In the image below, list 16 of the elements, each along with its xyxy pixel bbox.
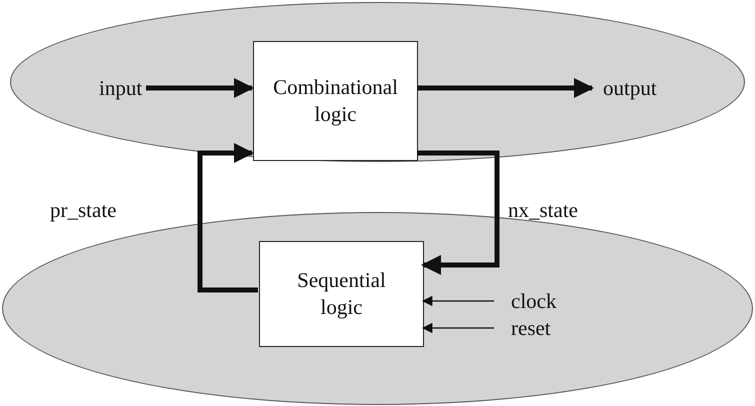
arrow xyxy=(417,150,500,275)
edge-label: pr_state xyxy=(50,198,116,224)
node-label: clock xyxy=(511,288,556,316)
node-label: output xyxy=(603,75,657,102)
arrow xyxy=(198,143,258,292)
node-label: input xyxy=(99,75,142,102)
logic-block xyxy=(259,241,424,347)
node-label: Sequential logic xyxy=(296,266,387,321)
arrow xyxy=(417,78,594,98)
node-label: reset xyxy=(511,315,551,342)
arrow xyxy=(422,322,494,334)
edge-label: nx_state xyxy=(508,198,578,224)
logic-block xyxy=(253,41,418,161)
arrow xyxy=(146,78,254,98)
node-label: Combinational logic xyxy=(272,74,399,128)
arrow xyxy=(422,296,494,306)
